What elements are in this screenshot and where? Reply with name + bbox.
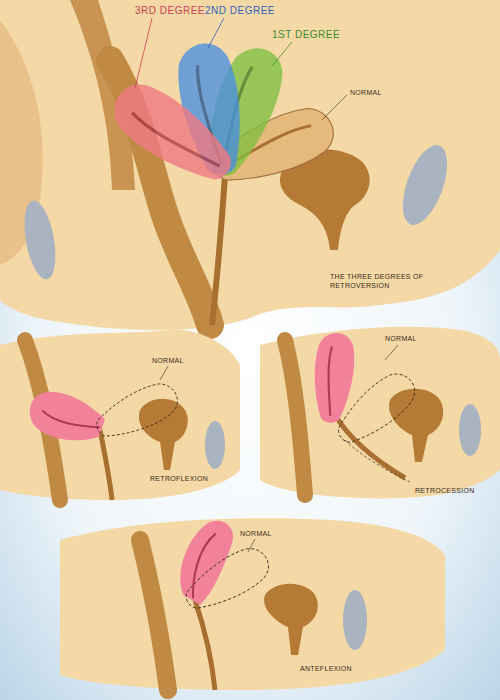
top-section — [0, 0, 500, 330]
degree-label: 3RD DEGREE — [135, 4, 205, 18]
section-title: ANTEFLEXION — [300, 664, 352, 673]
position-label: NORMAL — [152, 356, 184, 365]
degree-label: 2ND DEGREE — [205, 4, 275, 18]
position-label: NORMAL — [240, 529, 272, 538]
section-title: RETROFLEXION — [150, 474, 208, 483]
section-title: RETROCESSION — [415, 486, 475, 495]
retrocession-section — [260, 327, 500, 499]
degree-label: 1ST DEGREE — [272, 28, 340, 42]
section-title: THE THREE DEGREES OF RETROVERSION — [330, 272, 440, 291]
anteflexion-section — [60, 513, 445, 690]
position-label: NORMAL — [385, 334, 417, 343]
position-label: NORMAL — [350, 88, 382, 97]
retroflexion-section — [0, 330, 240, 500]
